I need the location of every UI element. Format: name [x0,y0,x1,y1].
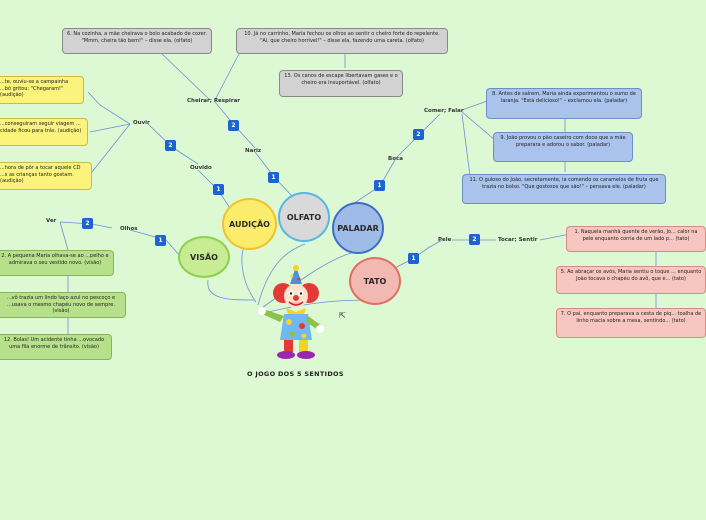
external-link-icon[interactable]: ⇱ [339,311,346,320]
node-tato-a[interactable]: 1. Naquela manhã quente de verão, Jo... … [566,226,706,252]
audicao-badge-1[interactable]: 1 [213,184,224,195]
label-ver[interactable]: Ver [46,218,57,224]
label-nariz[interactable]: Nariz [245,148,262,154]
node-olfato-a[interactable]: 6. Na cozinha, a mãe cheirava o bolo aca… [62,28,212,54]
label-comer[interactable]: Comer; Falar [424,108,464,114]
label-cheirar[interactable]: Cheirar; Respirar [187,98,241,104]
audicao-circle[interactable]: AUDIÇÃO [222,198,277,250]
label-boca[interactable]: Boca [388,156,403,162]
node-olfato-c[interactable]: 13. Os canos de escape libertavam gases … [279,70,403,97]
tato-circle[interactable]: TATO [349,257,401,305]
node-audicao-c[interactable]: ...hora de pôr a tocar aquele CD ...s as… [0,162,92,190]
tato-badge-2[interactable]: 2 [469,234,480,245]
label-pele[interactable]: Pele [438,237,452,243]
label-olhos[interactable]: Olhos [120,226,138,232]
audicao-badge-2[interactable]: 2 [165,140,176,151]
map-title: O JOGO DOS 5 SENTIDOS [247,370,344,378]
olfato-circle[interactable]: OLFATO [278,192,330,242]
label-ouvido[interactable]: Ouvido [190,165,212,171]
paladar-badge-1[interactable]: 1 [374,180,385,191]
node-olfato-b[interactable]: 10. Já no carrinho, Maria fechou os olho… [236,28,448,54]
node-paladar-c[interactable]: 11. O guloso do João, secretamente, ia c… [462,174,666,204]
olfato-badge-2[interactable]: 2 [228,120,239,131]
visao-badge-1[interactable]: 1 [155,235,166,246]
label-ouvir[interactable]: Ouvir [133,120,150,126]
node-audicao-b[interactable]: ...conseguiram seguir viagem ... cidade … [0,118,88,146]
label-tocar[interactable]: Tocar; Sentir [498,237,538,243]
paladar-circle[interactable]: PALADAR [332,202,384,254]
node-tato-b[interactable]: 5. Ao abraçar os avós, Maria sentiu o to… [556,266,706,294]
node-visao-a[interactable]: 2. A pequena Maria olhava-se ao ...pelho… [0,250,114,276]
tato-badge-1[interactable]: 1 [408,253,419,264]
visao-circle[interactable]: VISÃO [178,236,230,278]
node-paladar-b[interactable]: 9. João provou o pão caseiro com doce qu… [493,132,633,162]
node-paladar-a[interactable]: 8. Antes de saírem, Maria ainda experime… [486,88,642,119]
node-visao-c[interactable]: 12. Bolas! Um acidente tinha ...ovocado … [0,334,112,360]
node-visao-b[interactable]: ...vô trazia um lindo laço azul no pesco… [0,292,126,318]
node-audicao-a[interactable]: ...te, ouviu-se a campainha ...bô gritou… [0,76,84,104]
visao-badge-2[interactable]: 2 [82,218,93,229]
node-tato-c[interactable]: 7. O pai, enquanto preparava a cesta de … [556,308,706,338]
olfato-badge-1[interactable]: 1 [268,172,279,183]
clown-image [258,265,324,359]
paladar-badge-2[interactable]: 2 [413,129,424,140]
